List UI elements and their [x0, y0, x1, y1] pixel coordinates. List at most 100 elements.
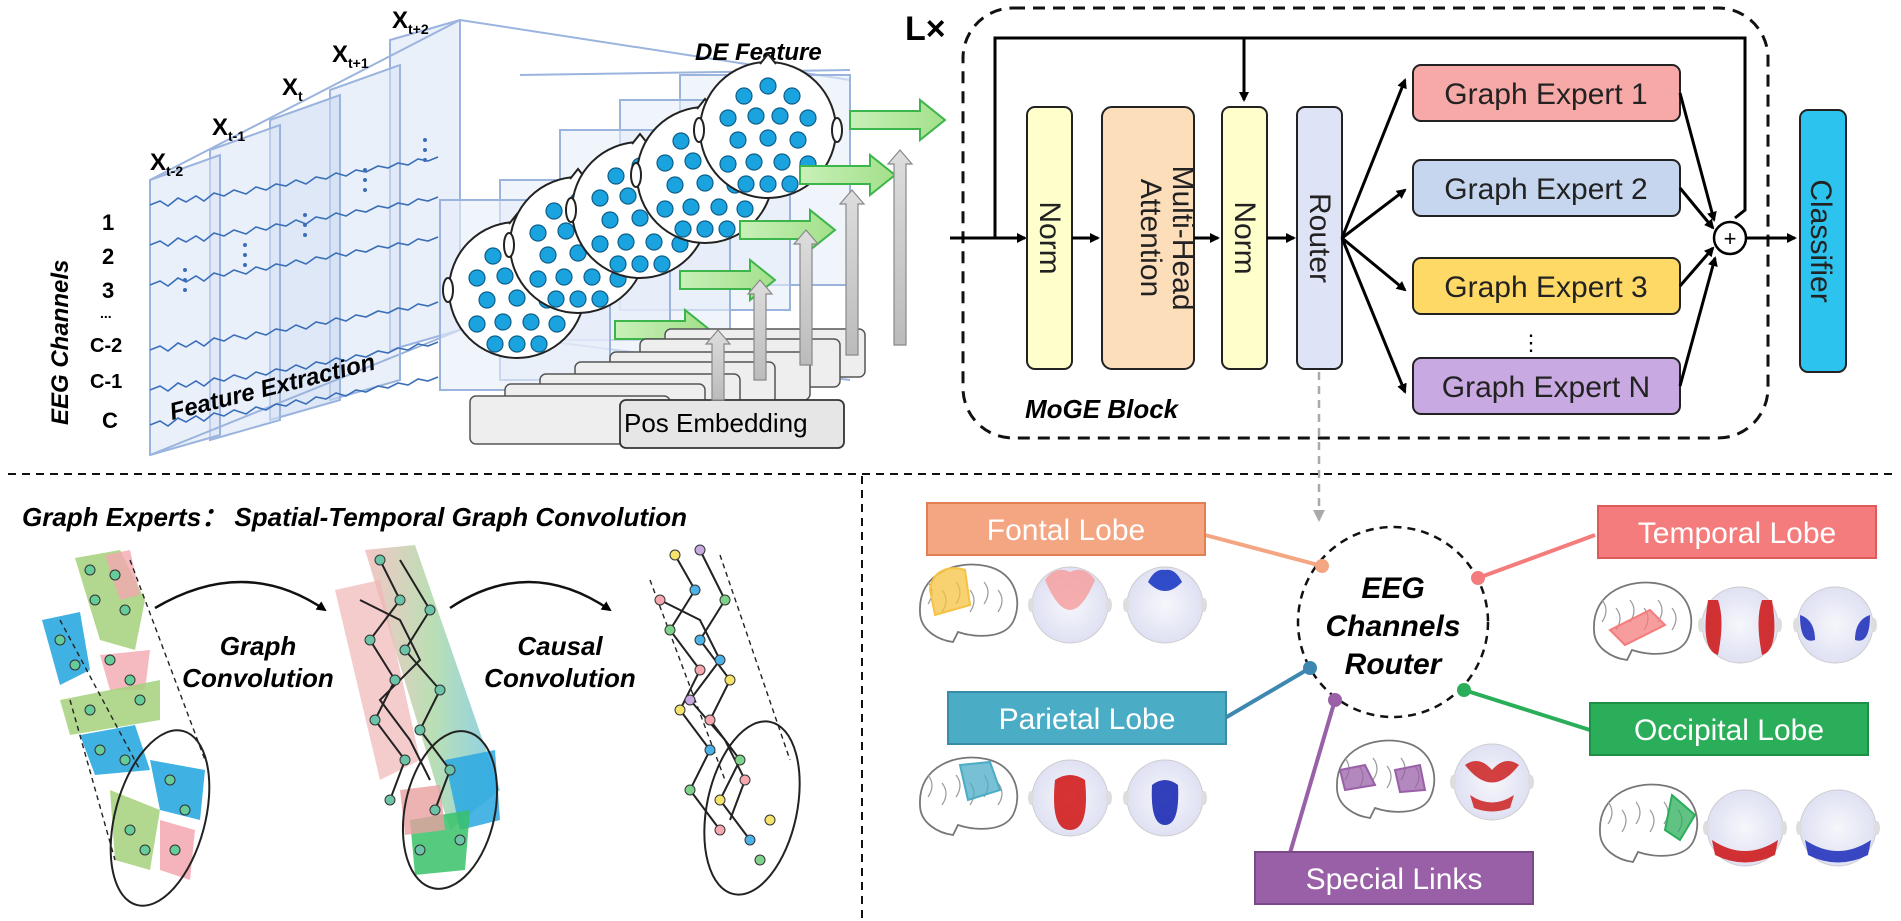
electrode-dot	[496, 267, 514, 285]
expert-label: Graph Expert 2	[1444, 173, 1647, 206]
electrode-dot	[759, 129, 777, 147]
pos-embedding-arrow	[704, 329, 732, 401]
brain-outline	[919, 756, 1019, 836]
electrode-dot	[631, 209, 649, 227]
time-label: Xt-1	[212, 114, 245, 144]
electrode-dot	[607, 167, 625, 185]
electrode-dot	[468, 315, 486, 333]
head-topomaps	[442, 52, 843, 359]
topomap	[1793, 586, 1877, 664]
router-center-circle	[1296, 525, 1490, 719]
electrode-dot	[781, 175, 799, 193]
graph-stack-2	[335, 545, 500, 890]
signal-trace	[149, 236, 439, 287]
pos-embedding-stack	[469, 149, 914, 449]
electrode-dot	[548, 315, 566, 333]
electrode-dot	[789, 131, 807, 149]
eeg-channels-label: EEG Channels	[47, 260, 74, 425]
moge-block-label: MoGE Block	[1025, 394, 1180, 424]
signal-trace	[149, 376, 439, 427]
electrode-dot	[745, 153, 763, 171]
time-label: Xt+2	[392, 7, 429, 37]
electrode-dot	[674, 220, 692, 238]
pos-embedding-label: Pos Embedding	[624, 408, 808, 438]
eeg-input-section: EEG Channels 1 2 3 ... C-2 C-1 C	[47, 7, 851, 457]
electrode-dot	[719, 155, 737, 173]
signal-planes	[149, 18, 461, 457]
expert-to-sum-arrows	[1678, 92, 1718, 387]
electrode-dot	[530, 335, 548, 353]
topomap	[1123, 566, 1207, 644]
brain-outline	[1599, 783, 1699, 863]
channel-label: 2	[102, 244, 114, 269]
electrode-dot	[718, 220, 736, 238]
time-label: Xt	[282, 74, 303, 104]
electrode-dot	[783, 87, 801, 105]
pos-embedding-arrow	[886, 149, 914, 346]
moge-block-border	[961, 6, 1770, 440]
eeg-signal-traces	[149, 156, 439, 427]
pos-embedding-arrow	[792, 229, 820, 366]
electrode-dot	[494, 313, 512, 331]
expert-label: Graph Expert 1	[1444, 78, 1647, 111]
electrode-dot	[591, 189, 609, 207]
temporal-lobe-label: Temporal Lobe	[1638, 517, 1836, 550]
electrode-dot	[696, 174, 714, 192]
electrode-dot	[729, 131, 747, 149]
feature-arrow	[849, 97, 947, 143]
pos-embedding-arrow	[838, 189, 866, 356]
electrode-dot	[653, 255, 671, 273]
occipital-lobe-label: Occipital Lobe	[1634, 714, 1824, 747]
mha-label: Multi-HeadAttention	[1134, 165, 1199, 310]
topomap	[1796, 789, 1880, 867]
channel-label: ...	[100, 305, 112, 321]
electrode-dot	[719, 109, 737, 127]
special-links-label: Special Links	[1306, 863, 1483, 896]
de-feature-section: DE Feature Pos Embedding	[439, 39, 947, 449]
electrode-dot	[508, 289, 526, 307]
electrode-dot	[710, 198, 728, 216]
electrode-dot	[737, 175, 755, 193]
electrode-dot	[631, 255, 649, 273]
electrode-dot	[682, 198, 700, 216]
topomap	[1123, 759, 1207, 837]
electrode-dot	[736, 200, 754, 218]
expert-label: Graph Expert N	[1442, 371, 1650, 404]
head-topomap	[693, 52, 843, 199]
electrode-dot	[656, 154, 674, 172]
time-labels: Xt-2 Xt-1 Xt Xt+1 Xt+2	[150, 7, 429, 179]
topomap	[1450, 743, 1534, 821]
electrode-dot	[508, 335, 526, 353]
brain-outline	[919, 563, 1019, 643]
graph-experts-panel: Graph Experts： Spatial-Temporal Graph Co…	[22, 502, 801, 907]
channel-label: C-2	[90, 335, 122, 357]
brain-and-topomap-illustrations	[919, 563, 1880, 867]
electrode-dot	[672, 132, 690, 150]
electrode-dot	[759, 77, 777, 95]
electrode-dot	[656, 200, 674, 218]
electrode-dot	[591, 235, 609, 253]
electrode-dot	[545, 202, 563, 220]
parietal-lobe-box	[947, 691, 1227, 745]
pos-embedding-front-card	[619, 399, 845, 449]
electrode-dot	[617, 233, 635, 251]
signal-trace	[149, 341, 439, 392]
electrode-dot	[684, 152, 702, 170]
parietal-lobe-label: Parietal Lobe	[999, 703, 1176, 736]
graph-experts-title: Graph Experts： Spatial-Temporal Graph Co…	[22, 502, 687, 532]
electrode-dot	[619, 187, 637, 205]
topomap	[1698, 586, 1782, 664]
electrode-dot	[522, 313, 540, 331]
electrode-dot	[747, 107, 765, 125]
channel-label: C	[102, 408, 118, 433]
topomap	[1028, 566, 1112, 644]
time-label: Xt-2	[150, 149, 183, 179]
topomap	[1028, 759, 1112, 837]
channel-label: 1	[102, 210, 114, 235]
fontal-lobe-box	[926, 502, 1206, 556]
